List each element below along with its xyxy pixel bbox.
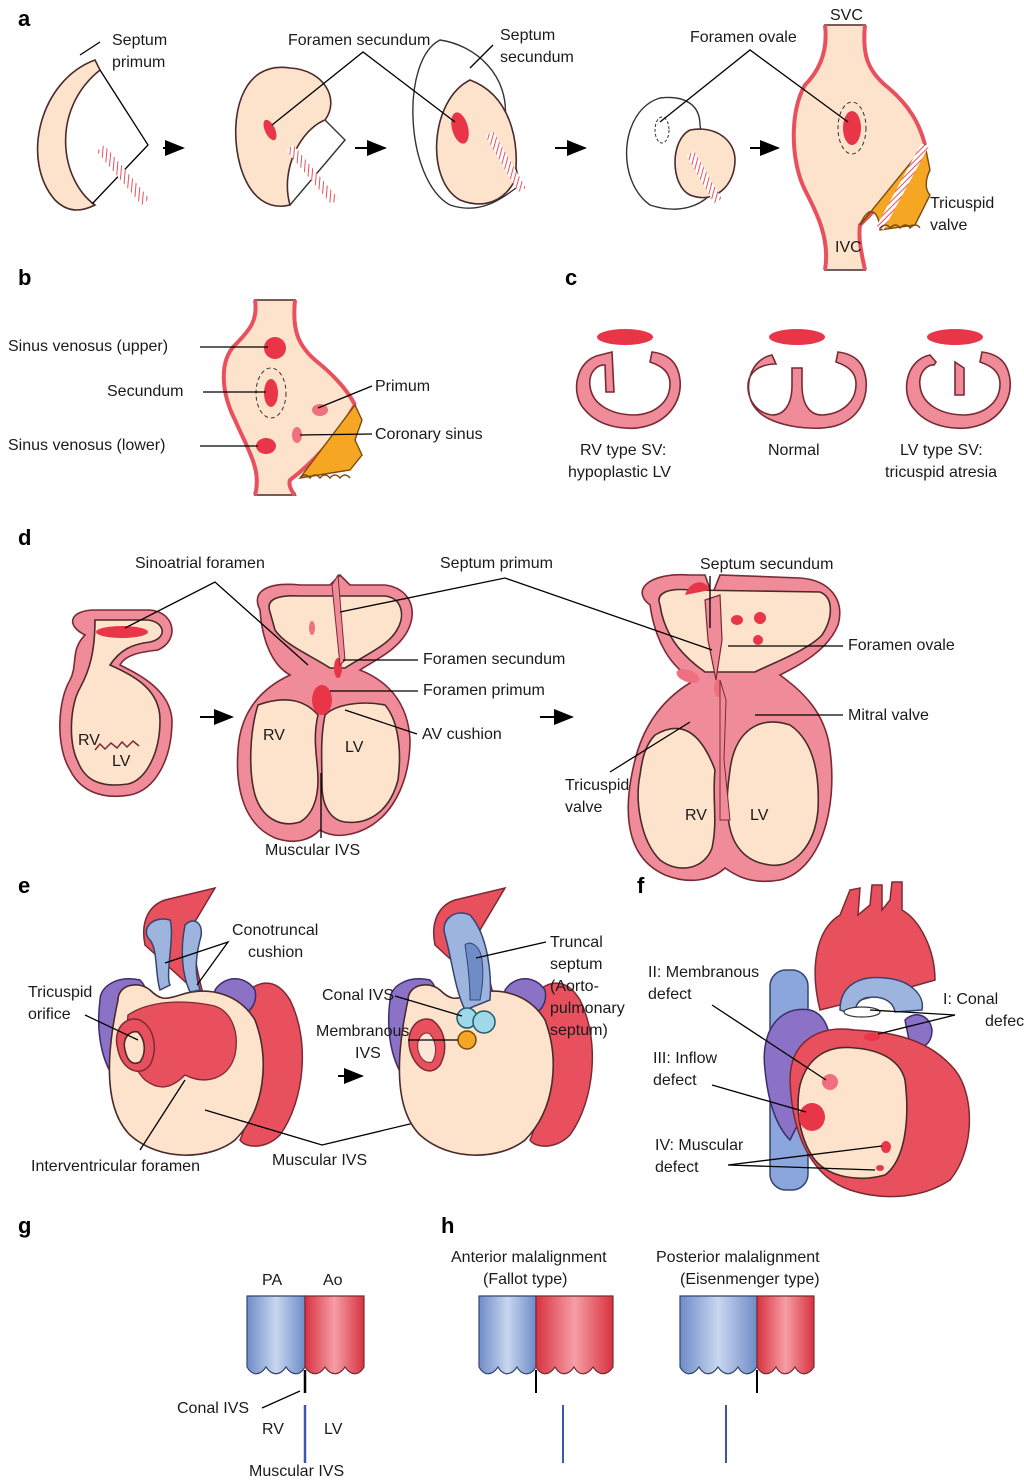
d-label-tricuspid-1: Tricuspid (565, 777, 629, 794)
g-label-pa: PA (262, 1272, 282, 1289)
d-label-septum-primum: Septum primum (440, 555, 553, 572)
f-label-inflow-2: defect (653, 1072, 697, 1089)
h-label-anterior-1: Anterior malalignment (451, 1249, 607, 1266)
b-label-primum: Primum (375, 378, 430, 395)
e-label-conotruncal-2: cushion (248, 944, 303, 961)
panel-h-letter: h (441, 1213, 454, 1238)
b-label-sinus-lower: Sinus venosus (lower) (8, 437, 165, 454)
e-label-conotruncal-1: Conotruncal (232, 922, 318, 939)
a-label-tricuspid-2: valve (930, 217, 967, 234)
a-label-foramen-ovale: Foramen ovale (690, 29, 797, 46)
h-fallot-vessels (479, 1296, 613, 1463)
h-eisenmenger-vessels (680, 1296, 814, 1463)
g-label-conal-ivs: Conal IVS (177, 1400, 249, 1417)
panel-g: g PA Ao Conal IVS RV LV Muscular IVS (18, 1213, 364, 1480)
a-stage-2 (236, 67, 345, 206)
d-heart-2 (237, 575, 412, 841)
f-label-membranous-1: II: Membranous (648, 964, 759, 981)
e-label-truncal-5: septum) (550, 1022, 608, 1039)
e-label-membranous-2: IVS (355, 1045, 381, 1062)
d-label-lv-1: LV (112, 753, 131, 770)
a-right-atrium (794, 25, 930, 270)
d-label-foramen-primum: Foramen primum (423, 682, 545, 699)
d-label-rv-2: RV (263, 727, 285, 744)
g-label-rv: RV (262, 1421, 284, 1438)
e-label-muscular-ivs: Muscular IVS (272, 1152, 367, 1169)
d-label-septum-secundum: Septum secundum (700, 556, 833, 573)
f-label-conal-1: I: Conal (943, 991, 998, 1008)
a-label-tricuspid-1: Tricuspid (930, 195, 994, 212)
h-label-posterior-1: Posterior malalignment (656, 1249, 820, 1266)
d-label-tricuspid-2: valve (565, 799, 602, 816)
panel-a: a (18, 6, 994, 270)
f-label-muscular-2: defect (655, 1159, 699, 1176)
c-label-normal: Normal (768, 442, 820, 459)
e-label-membranous-1: Membranous (316, 1023, 409, 1040)
g-label-lv: LV (324, 1421, 343, 1438)
f-label-muscular-1: IV: Muscular (655, 1137, 744, 1154)
c-label-rv-type-1: RV type SV: (580, 442, 666, 459)
g-label-ao: Ao (323, 1272, 343, 1289)
panel-h: h Anterior malalignment (Fallot type) Po… (441, 1213, 820, 1463)
e-label-truncal-3: (Aorto- (550, 978, 599, 995)
e-label-tricuspid-orifice-2: orifice (28, 1006, 71, 1023)
d-label-lv-3: LV (750, 807, 769, 824)
f-label-inflow-1: III: Inflow (653, 1050, 717, 1067)
d-label-mitral-valve: Mitral valve (848, 707, 929, 724)
g-label-muscular-ivs: Muscular IVS (249, 1463, 344, 1480)
d-label-rv-1: RV (78, 732, 100, 749)
panel-e-letter: e (18, 873, 30, 898)
panel-f: f II: Membranous defect I: Conal defect … (637, 873, 1024, 1197)
e-label-conal-ivs: Conal IVS (322, 987, 394, 1004)
a-label-septum-secundum-1: Septum (500, 27, 555, 44)
f-heart (764, 882, 969, 1197)
e-label-interventricular-foramen: Interventricular foramen (31, 1158, 200, 1175)
f-label-conal-2: defect (985, 1013, 1024, 1030)
panel-f-letter: f (637, 873, 645, 898)
panel-b-letter: b (18, 265, 31, 290)
a-stage-1 (38, 60, 150, 210)
b-label-coronary-sinus: Coronary sinus (375, 426, 483, 443)
c-label-rv-type-2: hypoplastic LV (568, 464, 671, 481)
c-rv-type-heart (577, 329, 681, 428)
d-label-foramen-ovale: Foramen ovale (848, 637, 955, 654)
e-label-truncal-2: septum (550, 956, 602, 973)
panel-c: c RV type SV: hypoplastic LV Normal LV t… (565, 265, 1010, 481)
h-label-anterior-2: (Fallot type) (483, 1271, 567, 1288)
a-label-svc: SVC (830, 7, 863, 24)
b-label-sinus-upper: Sinus venosus (upper) (8, 338, 168, 355)
e-label-truncal-1: Truncal (550, 934, 603, 951)
d-label-sinoatrial-foramen: Sinoatrial foramen (135, 555, 265, 572)
panel-e: e Conotruncal cushion Tricuspid orifice … (18, 873, 625, 1175)
c-label-lv-type-2: tricuspid atresia (885, 464, 997, 481)
a-label-ivc: IVC (835, 239, 862, 256)
panel-d: d RV LV RV LV (18, 525, 955, 881)
c-label-lv-type-1: LV type SV: (900, 442, 983, 459)
panel-a-letter: a (18, 6, 31, 31)
d-label-muscular-ivs: Muscular IVS (265, 842, 360, 859)
d-heart-3 (628, 575, 839, 882)
b-label-secundum: Secundum (107, 383, 184, 400)
a-label-septum-primum-2: primum (112, 54, 165, 71)
a-label-foramen-secundum: Foramen secundum (288, 32, 430, 49)
d-label-rv-3: RV (685, 807, 707, 824)
h-label-posterior-2: (Eisenmenger type) (680, 1271, 820, 1288)
c-lv-type-heart (907, 329, 1011, 428)
d-label-lv-2: LV (345, 739, 364, 756)
e-label-truncal-4: pulmonary (550, 1000, 625, 1017)
b-right-atrium (224, 300, 362, 495)
c-normal-heart (748, 329, 866, 428)
d-label-foramen-secundum: Foramen secundum (423, 651, 565, 668)
panel-g-letter: g (18, 1213, 31, 1238)
a-label-septum-secundum-2: secundum (500, 49, 574, 66)
e-label-tricuspid-orifice-1: Tricuspid (28, 984, 92, 1001)
d-label-av-cushion: AV cushion (422, 726, 502, 743)
a-label-septum-primum-1: Septum (112, 32, 167, 49)
panel-c-letter: c (565, 265, 577, 290)
panel-b: b Sinus venosus (upper) Secundum Sinus v… (8, 265, 483, 495)
a-stage-4 (627, 97, 735, 209)
panel-d-letter: d (18, 525, 31, 550)
f-label-membranous-2: defect (648, 986, 692, 1003)
